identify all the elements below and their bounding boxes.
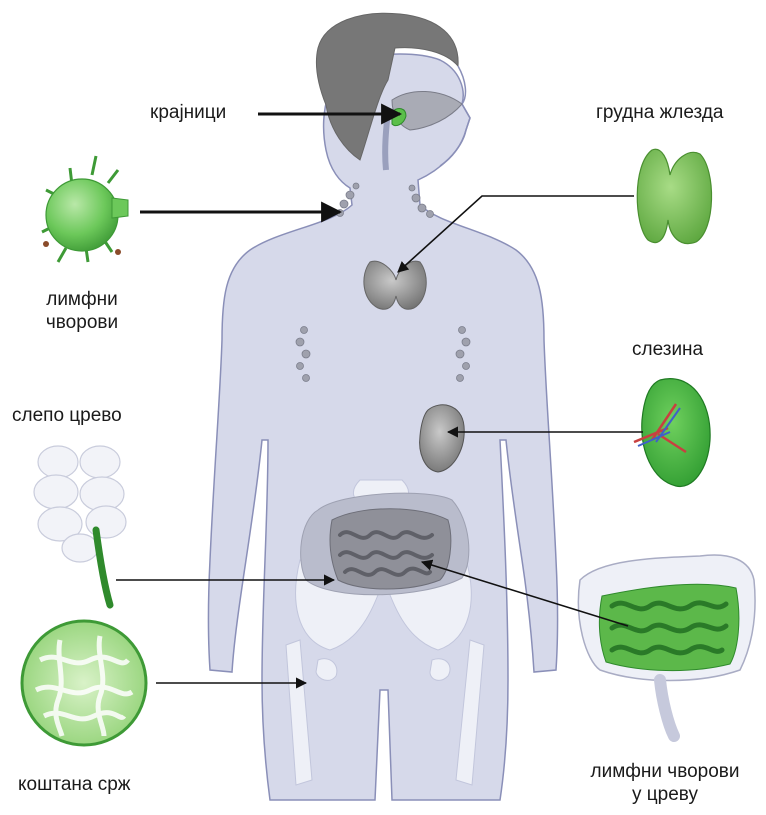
thymus-illustration (637, 149, 711, 243)
label-gut-nodes: лимфни чворови у цреву (570, 760, 760, 806)
label-lymph-nodes-line2: чворови (22, 311, 142, 334)
label-lymph-nodes-line1: лимфни (22, 288, 142, 311)
bone-marrow-illustration (22, 621, 146, 745)
label-tonsils: крајници (150, 101, 226, 124)
label-thymus: грудна жлезда (596, 101, 723, 124)
body-silhouette (209, 13, 558, 800)
label-gut-nodes-line1: лимфни чворови (570, 760, 760, 783)
label-appendix: слепо црево (12, 404, 122, 427)
pharynx (385, 110, 388, 170)
appendix-illustration (34, 446, 126, 605)
gut-nodes-illustration (578, 555, 755, 736)
label-gut-nodes-line2: у цреву (570, 783, 760, 806)
label-bone-marrow: коштана срж (18, 773, 131, 796)
label-lymph-nodes: лимфни чворови (22, 288, 142, 334)
spleen-illustration (634, 379, 710, 487)
lymph-node-illustration (42, 156, 128, 262)
label-spleen: слезина (632, 338, 703, 361)
